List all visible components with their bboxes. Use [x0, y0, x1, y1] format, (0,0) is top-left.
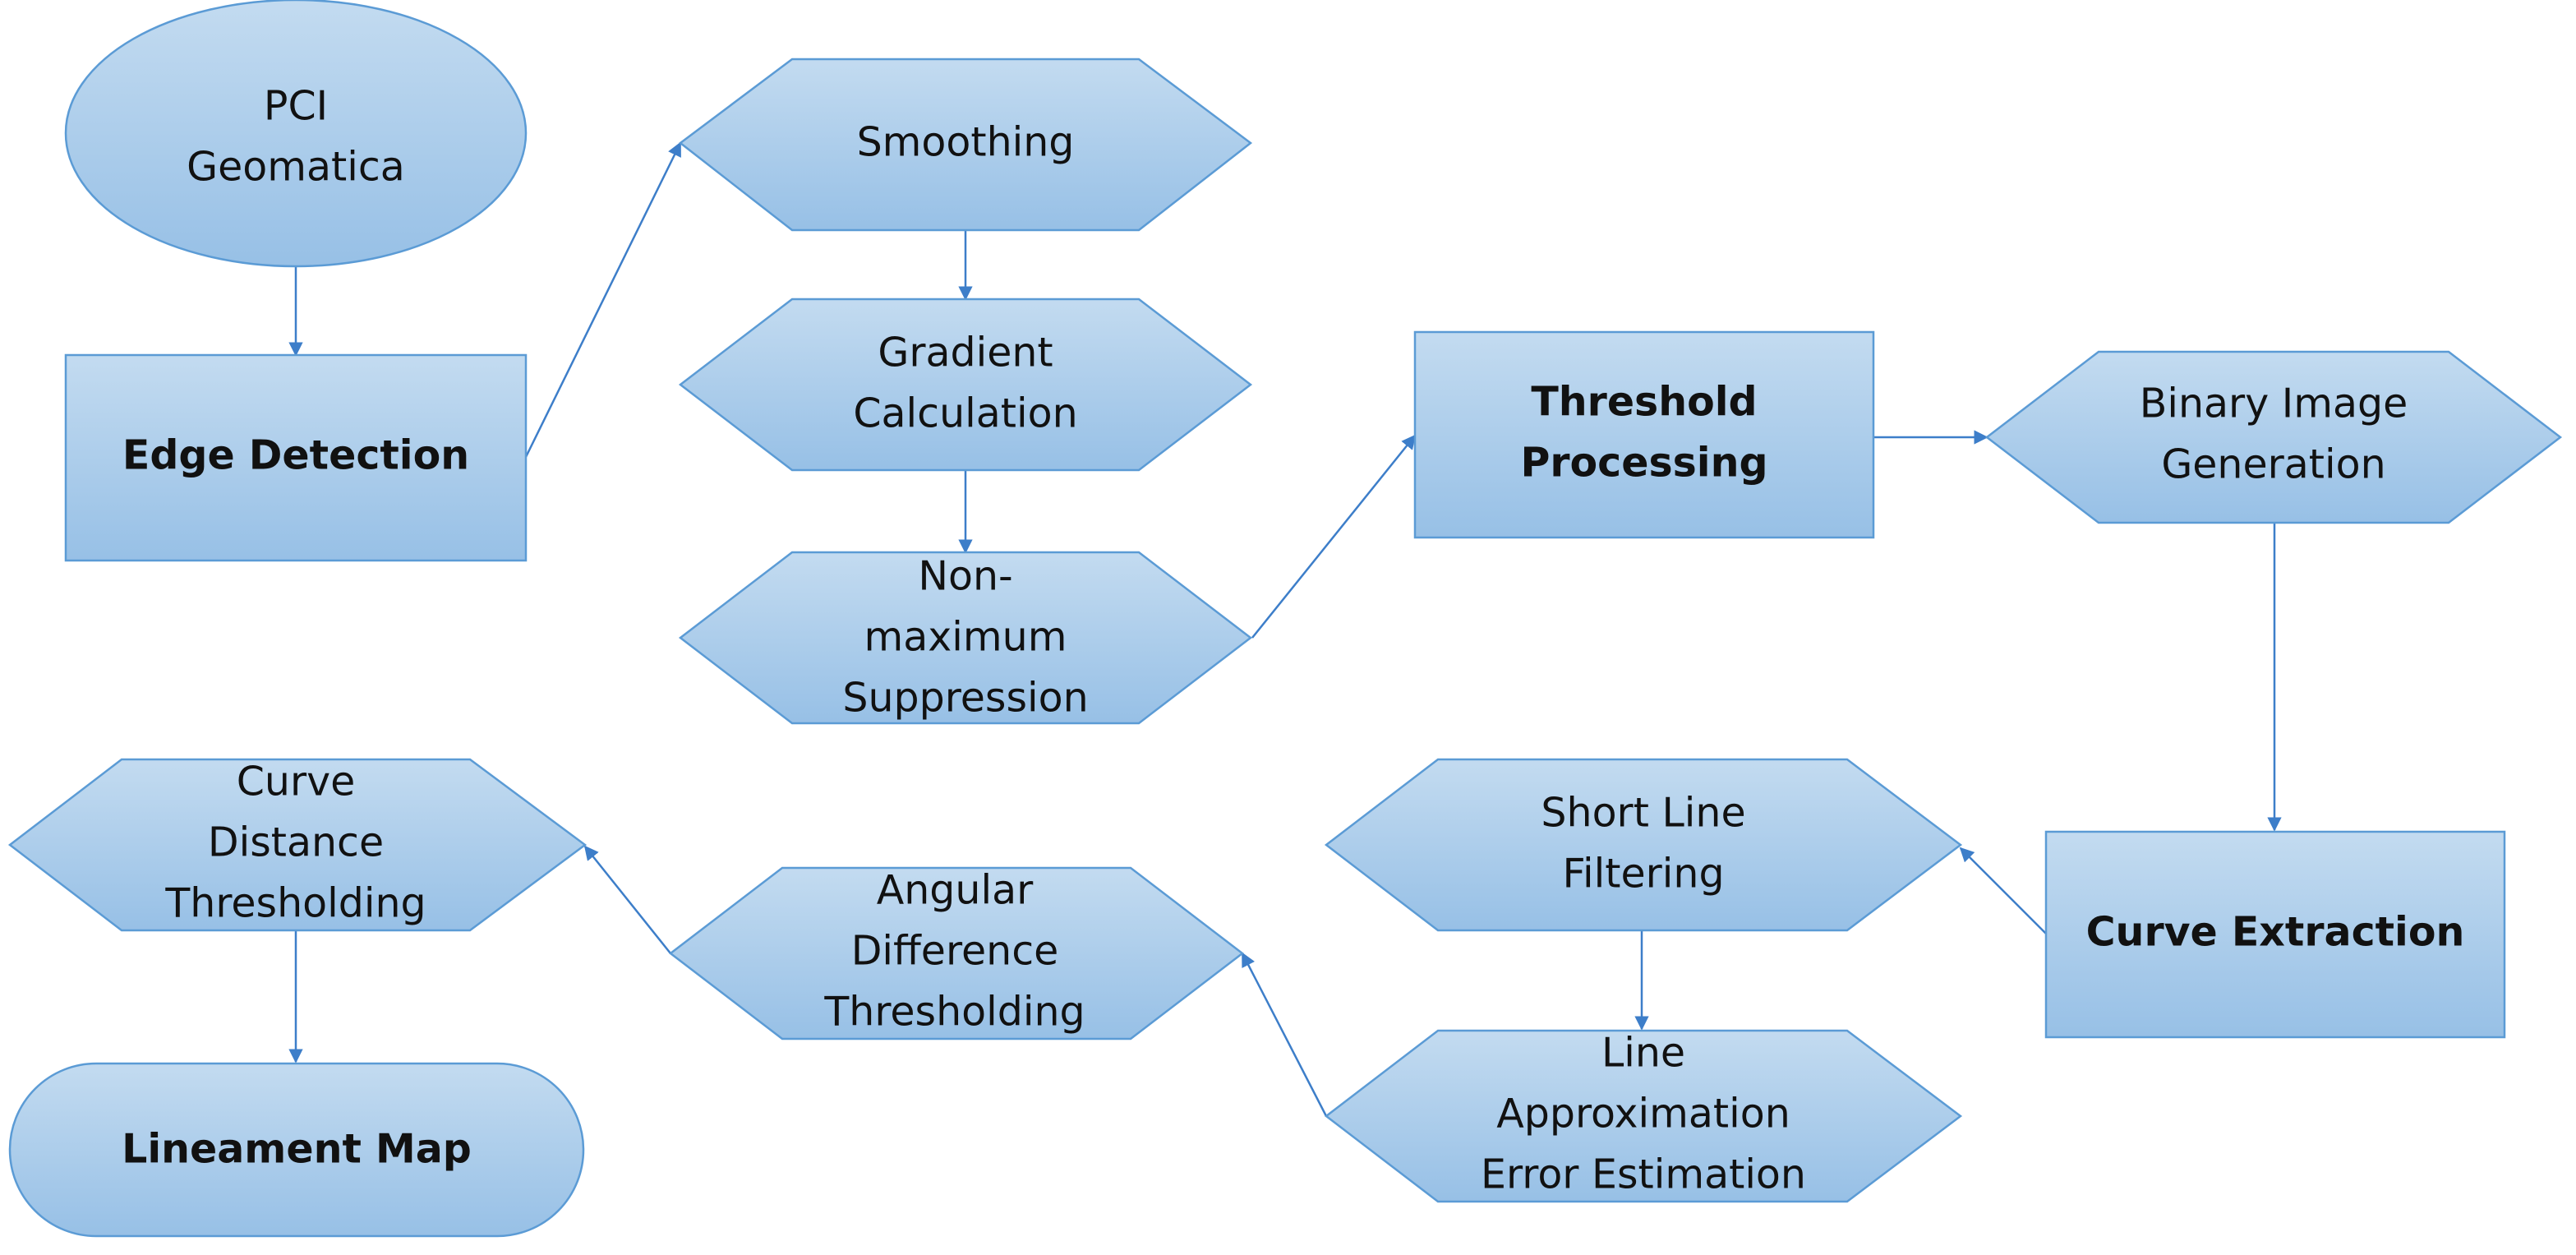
node-label: Difference: [851, 928, 1059, 975]
node-label: Short Line: [1541, 790, 1745, 837]
node-label: maximum: [864, 614, 1067, 661]
node-label: Error Estimation: [1481, 1151, 1806, 1198]
node-pci-geomatica: PCI Geomatica: [64, 0, 528, 268]
node-non-maximum-suppression: Non- maximum Suppression: [678, 551, 1253, 725]
node-label: Smoothing: [857, 119, 1075, 166]
node-label: Approximation: [1496, 1091, 1790, 1137]
node-label: Thresholding: [823, 989, 1085, 1036]
node-label: Binary Image: [2140, 381, 2408, 427]
arrow-line-approx-to-angular: [1241, 952, 1328, 1117]
node-label: Non-: [918, 553, 1012, 600]
node-label: Geomatica: [187, 144, 405, 191]
node-smoothing: Smoothing: [678, 58, 1253, 232]
node-label: Filtering: [1562, 851, 1724, 897]
arrow-curve-extraction-to-short-line: [1959, 847, 2047, 934]
node-label: Edge Detection: [122, 432, 469, 479]
node-curve-extraction: Curve Extraction: [2044, 830, 2506, 1039]
node-label: Angular: [877, 867, 1034, 914]
node-label: Generation: [2161, 441, 2385, 488]
node-short-line-filtering: Short Line Filtering: [1324, 758, 1963, 932]
node-gradient-calculation: Gradient Calculation: [678, 298, 1253, 472]
node-binary-image-generation: Binary Image Generation: [1984, 350, 2563, 524]
node-label: Curve: [237, 759, 356, 805]
node-label: Calculation: [853, 390, 1077, 437]
node-label: Curve Extraction: [2086, 909, 2465, 956]
node-label: Thresholding: [164, 880, 426, 927]
node-label: Line: [1601, 1030, 1685, 1077]
node-threshold-processing: Threshold Processing: [1413, 330, 1875, 539]
arrow-edge-to-smoothing: [524, 141, 682, 458]
node-edge-detection: Edge Detection: [64, 353, 528, 562]
node-angular-difference-thresholding: Angular Difference Thresholding: [668, 867, 1245, 1040]
node-label: Gradient: [878, 330, 1053, 376]
node-label: PCI: [264, 83, 328, 130]
node-label: Suppression: [842, 675, 1088, 722]
node-label: Lineament Map: [122, 1126, 472, 1173]
node-label: Processing: [1520, 440, 1767, 487]
arrow-nms-to-threshold: [1251, 434, 1417, 639]
node-label: Threshold: [1531, 379, 1757, 426]
connectors: [288, 141, 2282, 1117]
node-label: Distance: [208, 819, 384, 866]
node-lineament-map: Lineament Map: [8, 1062, 585, 1238]
node-line-approximation-error-estimation: Line Approximation Error Estimation: [1324, 1030, 1963, 1203]
node-curve-distance-thresholding: Curve Distance Thresholding: [7, 759, 588, 932]
arrow-angular-to-curve-distance: [583, 845, 671, 954]
